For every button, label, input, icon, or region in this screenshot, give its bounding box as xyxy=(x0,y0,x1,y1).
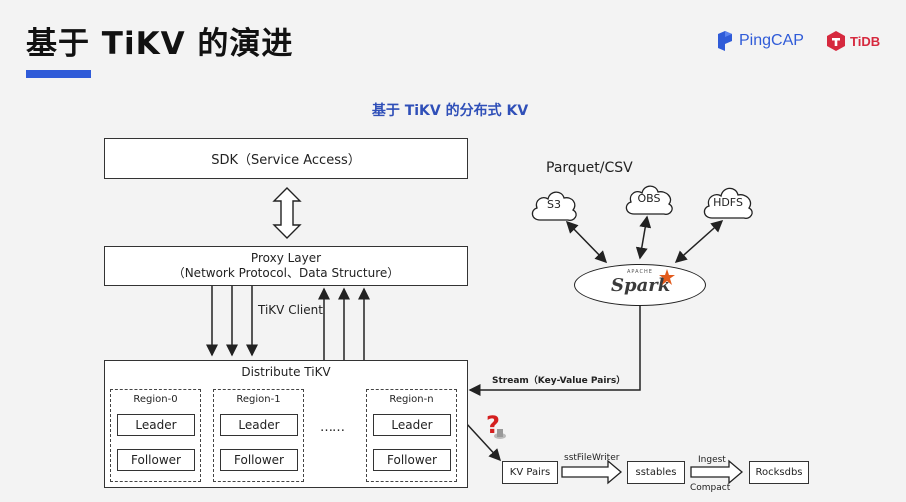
spark-node: APACHE Spark xyxy=(574,264,706,306)
proxy-layer-box: Proxy Layer （Network Protocol、Data Struc… xyxy=(104,246,468,286)
tikv-client-label: TiKV Client xyxy=(258,303,323,317)
ingest-label: Ingest xyxy=(698,455,726,465)
region-n-leader: Leader xyxy=(373,414,451,436)
question-mark-text: ? xyxy=(486,411,500,439)
region-n-label: Region-n xyxy=(389,394,434,405)
rocksdbs-box: Rocksdbs xyxy=(749,461,809,484)
tidb-logo: TiDB xyxy=(826,30,880,52)
pingcap-wordmark: PingCAP xyxy=(739,32,804,49)
region-n-follower: Follower xyxy=(373,449,451,471)
proxy-layer-subtitle: （Network Protocol、Data Structure） xyxy=(172,266,400,280)
s3-cloud: S3 xyxy=(528,186,580,226)
sstables-box: sstables xyxy=(627,461,685,484)
question-mark-graphic xyxy=(494,429,506,439)
tidb-logo-icon xyxy=(827,31,845,51)
region-1-leader: Leader xyxy=(220,414,298,436)
region-0-label: Region-0 xyxy=(133,394,178,405)
s3-cloud-icon xyxy=(531,191,577,221)
region-1 xyxy=(213,389,304,482)
kv-pairs-box: KV Pairs xyxy=(502,461,558,484)
pingcap-logo-icon xyxy=(718,31,732,51)
region-0-follower: Follower xyxy=(117,449,195,471)
title-underline xyxy=(26,70,91,78)
sdk-proxy-double-arrow xyxy=(272,187,302,239)
s3-label: S3 xyxy=(547,198,561,211)
kv-to-sst-arrow xyxy=(561,459,623,485)
region-n xyxy=(366,389,457,482)
s3-spark-arrow xyxy=(565,220,608,264)
obs-label: OBS xyxy=(637,192,661,205)
compact-label: Compact xyxy=(690,483,731,493)
hdfs-cloud-icon xyxy=(703,187,753,219)
spark-star-icon xyxy=(659,269,675,285)
stream-label: Stream（Key-Value Pairs） xyxy=(492,376,626,386)
spark-apache-label: APACHE xyxy=(627,269,653,275)
question-mark-icon: ? xyxy=(482,411,510,442)
hdfs-spark-arrow xyxy=(674,220,724,263)
spark-logo-text: Spark xyxy=(611,275,671,296)
stream-arrow xyxy=(468,305,641,396)
tidb-wordmark: TiDB xyxy=(850,33,881,49)
obs-spark-arrow xyxy=(635,215,652,260)
sst-file-writer-label: sstFileWriter xyxy=(564,453,620,463)
diagram-subtitle: 基于 TiKV 的分布式 KV xyxy=(371,103,529,119)
sdk-box: SDK（Service Access） xyxy=(104,138,468,179)
page-title: 基于 TiKV 的演进 xyxy=(26,26,294,62)
hdfs-label: HDFS xyxy=(713,196,743,209)
region-1-follower: Follower xyxy=(220,449,298,471)
regions-ellipsis: …… xyxy=(320,420,345,435)
region-0 xyxy=(110,389,201,482)
distribute-tikv-title: Distribute TiKV xyxy=(241,365,331,379)
obs-cloud-icon xyxy=(625,185,673,215)
proxy-layer-title: Proxy Layer xyxy=(250,251,322,265)
region-0-leader: Leader xyxy=(117,414,195,436)
pingcap-logo: PingCAP xyxy=(716,30,804,52)
obs-cloud: OBS xyxy=(622,180,676,220)
region-1-label: Region-1 xyxy=(236,394,281,405)
sst-to-rocks-arrow xyxy=(690,459,744,485)
parquet-csv-label: Parquet/CSV xyxy=(546,160,633,176)
hdfs-cloud: HDFS xyxy=(700,182,756,224)
